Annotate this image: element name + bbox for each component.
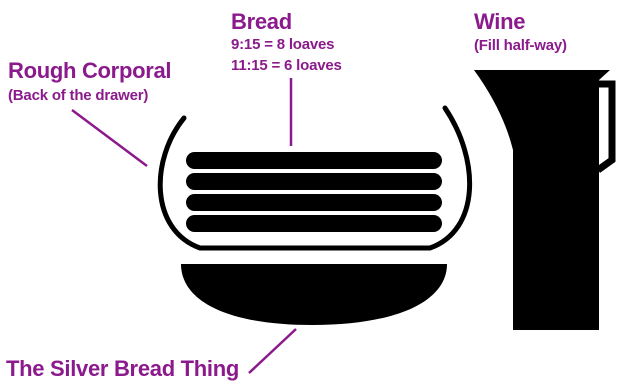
bread-label-line-2: 11:15 = 6 loaves: [231, 58, 342, 73]
bread-loaf-2: [186, 173, 442, 190]
wine-label-title: Wine: [474, 11, 525, 33]
corporal-label-title: Rough Corporal: [8, 60, 171, 82]
bread-loaf-3: [186, 194, 442, 211]
silver-bread-thing-label: The Silver Bread Thing: [6, 358, 239, 380]
wine-label-subtitle: (Fill half-way): [474, 38, 567, 53]
silver-bread-thing-leader-line: [249, 329, 296, 373]
bread-label-title: Bread: [231, 11, 292, 33]
bread-label-line-1: 9:15 = 8 loaves: [231, 37, 334, 52]
wine-pitcher: [474, 70, 610, 330]
corporal-label-subtitle: (Back of the drawer): [8, 88, 148, 103]
bread-loaf-1: [186, 152, 442, 169]
wine-pitcher-handle: [598, 84, 612, 170]
bread-loaf-4: [186, 215, 442, 232]
silver-bread-thing: [181, 264, 447, 325]
corporal-leader-line: [72, 110, 147, 166]
